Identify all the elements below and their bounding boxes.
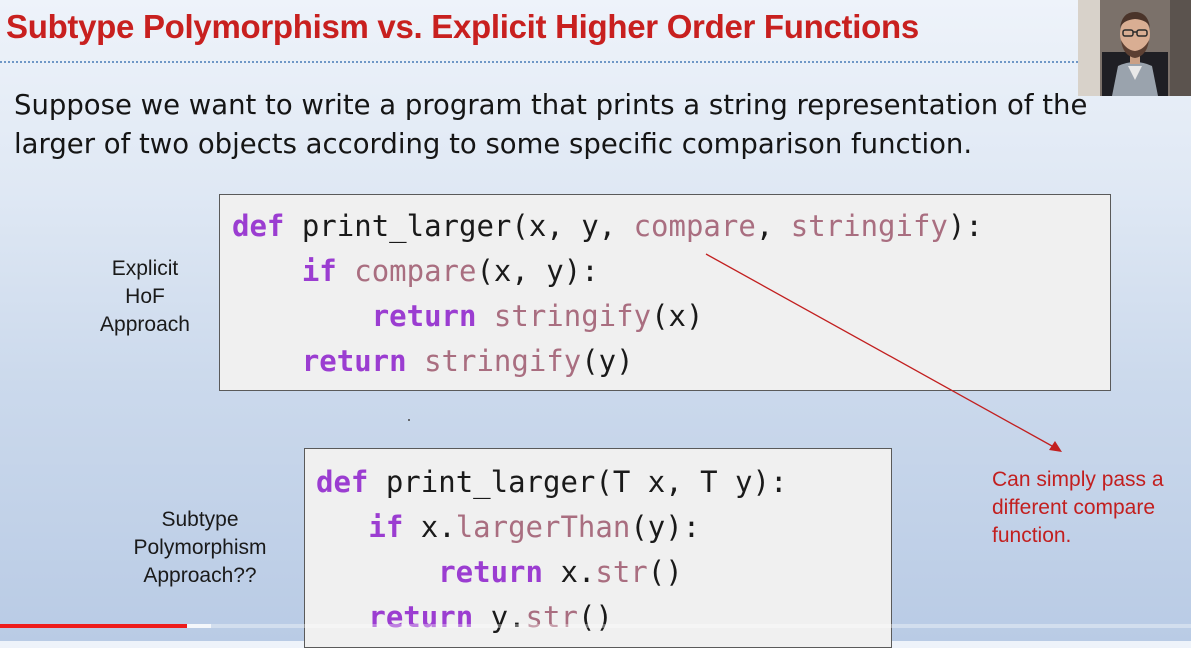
code-text: x.: [403, 510, 456, 544]
code-text: y.: [473, 600, 526, 634]
code-text: ):: [947, 209, 983, 243]
code-function-name: compare: [633, 209, 756, 243]
video-progress-bar[interactable]: [0, 624, 1191, 628]
code-text: (): [647, 555, 683, 589]
subtype-approach-label: Subtype Polymorphism Approach??: [133, 508, 267, 587]
presenter-webcam: [1078, 0, 1191, 96]
code-text: [232, 344, 302, 378]
subtype-code-line: return x.str(): [316, 555, 683, 589]
code-text: x.: [542, 555, 596, 589]
code-text: (): [577, 600, 613, 634]
code-keyword: return: [301, 344, 407, 378]
hof-code-line: return stringify(x): [232, 299, 704, 333]
code-keyword: if: [301, 254, 337, 288]
video-played-bar: [0, 624, 187, 628]
intro-paragraph: Suppose we want to write a program that …: [14, 89, 1088, 160]
subtype-code-line: def print_larger(T x, T y):: [316, 465, 787, 499]
code-keyword: return: [368, 600, 474, 634]
code-text: print_larger(x, y,: [284, 209, 634, 243]
code-function-name: largerThan: [455, 510, 631, 544]
code-text: [316, 600, 368, 634]
hof-code-line: return stringify(y): [232, 344, 634, 378]
code-function-name: str: [525, 600, 578, 634]
code-function-name: compare: [354, 254, 477, 288]
code-keyword: return: [438, 555, 543, 589]
code-text: (x, y):: [476, 254, 599, 288]
hof-code-line: def print_larger(x, y, compare, stringif…: [232, 209, 983, 243]
code-keyword: if: [368, 510, 404, 544]
presenter-image: [1078, 0, 1191, 96]
code-function-name: str: [595, 555, 648, 589]
code-text: [316, 555, 438, 589]
code-text: (x): [651, 299, 704, 333]
title-divider: [0, 61, 1078, 63]
code-keyword: return: [371, 299, 477, 333]
code-text: [407, 344, 424, 378]
code-function-name: stringify: [424, 344, 582, 378]
hof-code-line: if compare(x, y):: [232, 254, 599, 288]
code-text: ,: [755, 209, 791, 243]
code-text: (y):: [630, 510, 701, 544]
hof-code-block: def print_larger(x, y, compare, stringif…: [219, 194, 1111, 391]
annotation-text: Can simply pass a different compare func…: [992, 468, 1164, 547]
code-keyword: def: [316, 465, 369, 499]
code-text: [337, 254, 354, 288]
code-keyword: def: [232, 209, 285, 243]
hof-approach-label: Explicit HoF Approach: [100, 257, 190, 336]
subtype-code-line: return y.str(): [316, 600, 613, 634]
code-function-name: stringify: [493, 299, 652, 333]
code-function-name: stringify: [790, 209, 948, 243]
code-text: (y): [581, 344, 634, 378]
code-text: [232, 254, 302, 288]
code-text: [316, 510, 368, 544]
code-text: print_larger(T x, T y):: [368, 465, 788, 499]
code-text: [476, 299, 493, 333]
subtype-code-line: if x.largerThan(y):: [316, 510, 700, 544]
slide-title: Subtype Polymorphism vs. Explicit Higher…: [6, 8, 919, 45]
code-text: [232, 299, 372, 333]
subtype-code-block: def print_larger(T x, T y): if x.largerT…: [304, 448, 892, 648]
